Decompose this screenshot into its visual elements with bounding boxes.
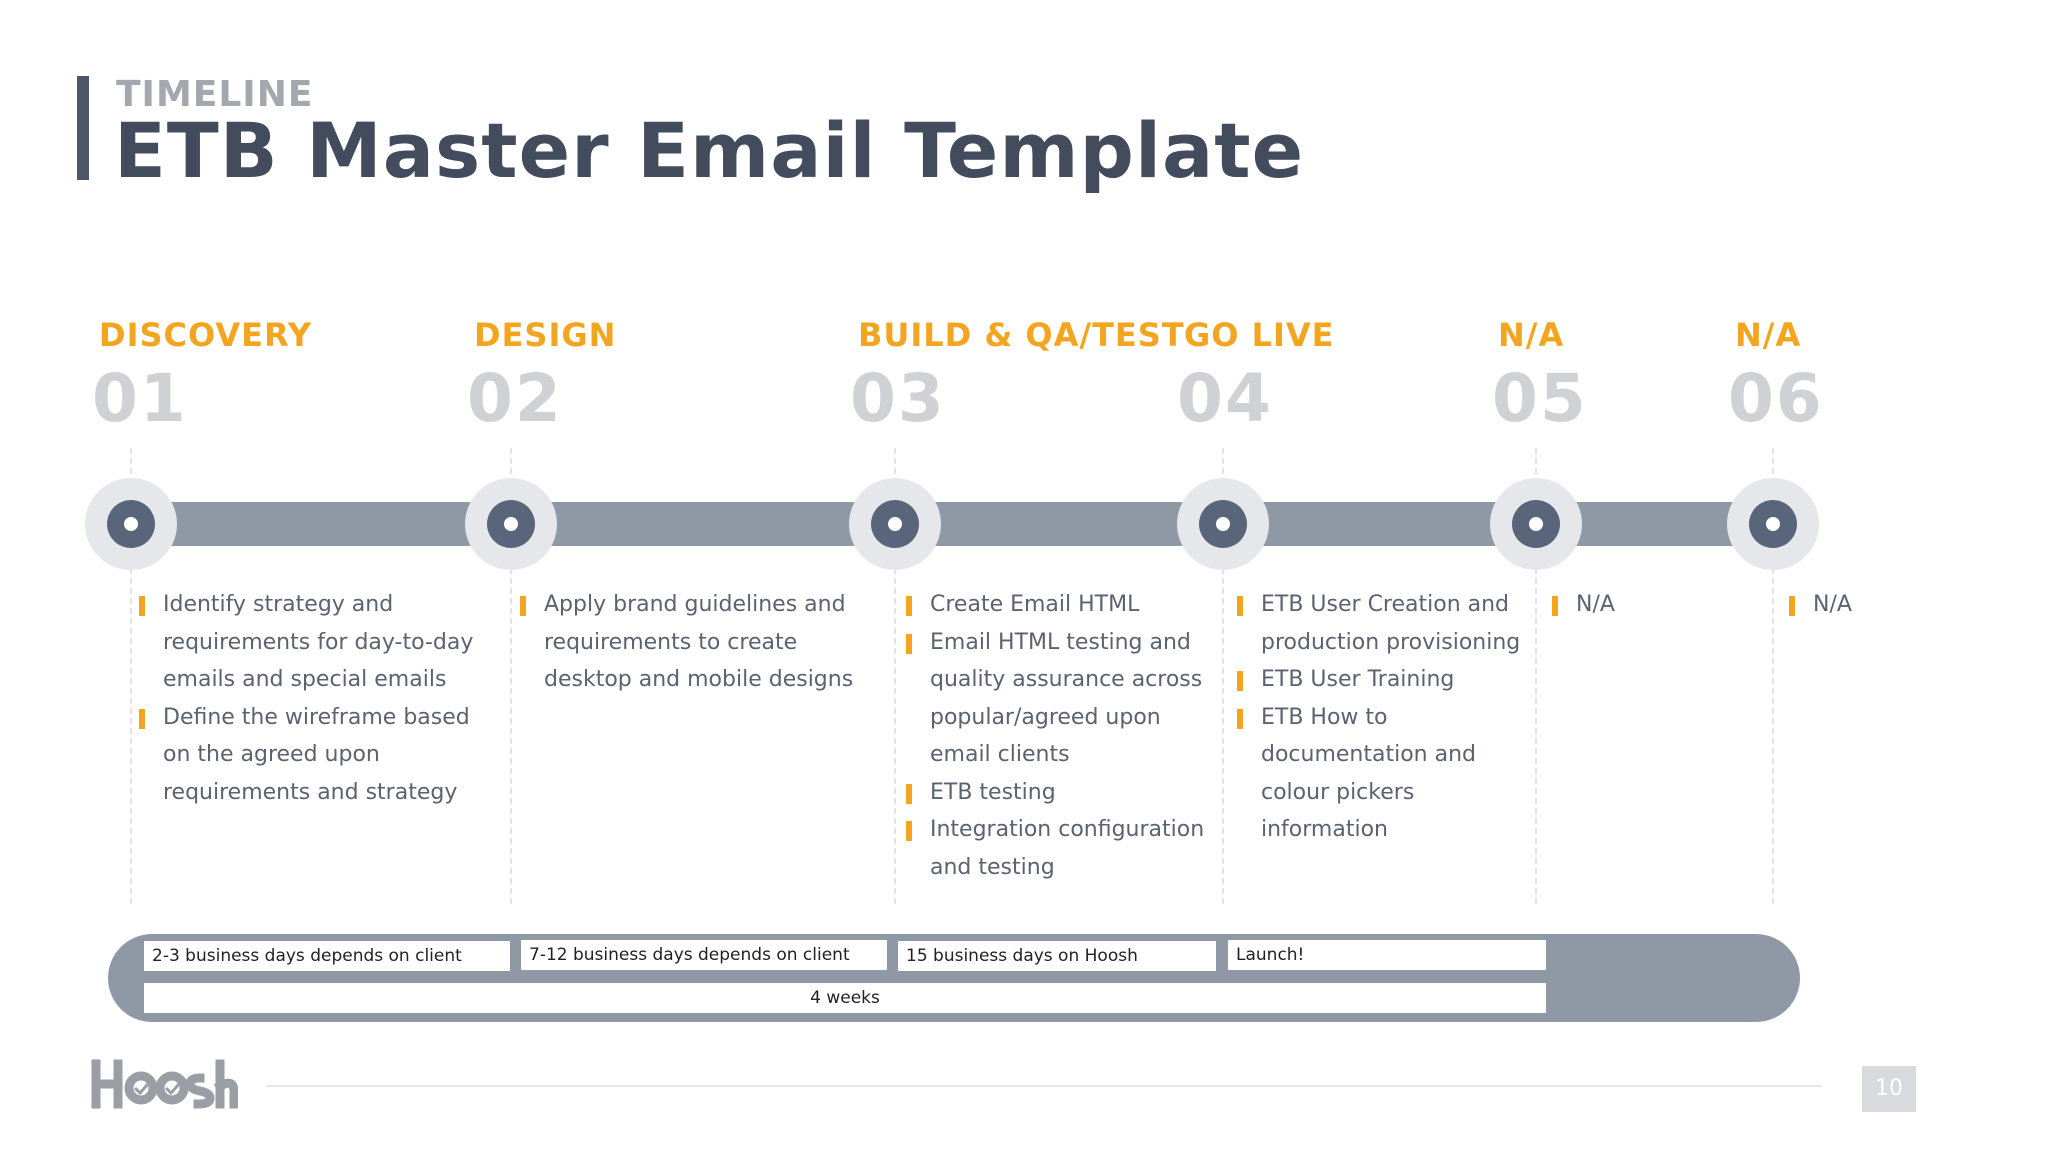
phase-number-02: 02 <box>467 360 563 437</box>
hoosh-logo <box>88 1058 239 1110</box>
bullet-line: ETB User Training <box>1261 667 1455 692</box>
duration-total: 4 weeks <box>144 983 1546 1013</box>
bullet-item: Create Email HTML <box>906 586 1204 624</box>
bullet-marker-icon <box>906 596 912 616</box>
phase-number-06: 06 <box>1728 360 1824 437</box>
timeline-node-05 <box>1512 500 1560 548</box>
bullet-line: emails and special emails <box>163 667 447 692</box>
bullet-marker-icon <box>139 596 145 616</box>
bullet-line: Apply brand guidelines and <box>544 592 846 617</box>
bullet-line: requirements and strategy <box>163 779 458 805</box>
bullet-line: N/A <box>1576 592 1615 617</box>
guide-line-06 <box>1772 448 1774 904</box>
bullet-line: ETB User Creation and <box>1261 592 1510 617</box>
bullet-item: Email HTML testing and quality assurance … <box>906 624 1204 774</box>
phase-description-02: Apply brand guidelines and requirements t… <box>520 586 854 699</box>
bullet-marker-icon <box>1237 708 1243 729</box>
guide-line-03 <box>894 448 896 904</box>
guide-line-02 <box>510 448 512 904</box>
phase-number-01: 01 <box>92 360 188 437</box>
bullet-line: requirements to create <box>544 629 798 655</box>
bullet-marker-icon <box>1552 596 1558 616</box>
bullet-line: quality assurance across <box>930 667 1203 692</box>
title-accent-bar <box>77 76 89 180</box>
section-supertitle: TIMELINE <box>116 74 314 115</box>
bullet-item: ETB User Creation and production provisio… <box>1237 586 1521 661</box>
bullet-marker-icon <box>906 633 912 654</box>
node-center-dot <box>888 517 902 531</box>
bullet-line: Identify strategy and <box>163 592 394 617</box>
bullet-marker-icon <box>1237 596 1243 616</box>
bullet-line: ETB How to <box>1261 704 1388 730</box>
timeline-node-01 <box>107 500 155 548</box>
phase-description-03: Create Email HTML Email HTML testing and q… <box>906 586 1205 886</box>
bullet-line: N/A <box>1813 592 1852 617</box>
bullet-line: popular/agreed upon <box>930 704 1161 730</box>
bullet-item: Integration configuration and testing <box>906 811 1205 886</box>
bullet-item: ETB testing <box>906 774 1204 812</box>
bullet-item: N/A <box>1789 586 1852 624</box>
timeline-node-04 <box>1199 500 1247 548</box>
bullet-line: colour pickers <box>1261 779 1415 805</box>
bullet-marker-icon <box>1789 596 1795 616</box>
phase-number-04: 04 <box>1177 360 1273 437</box>
bullet-item: Identify strategy and requirements for da… <box>139 586 474 699</box>
duration-design: 7-12 business days depends on client <box>521 940 887 970</box>
page-number: 10 <box>1862 1066 1916 1112</box>
phase-description-01: Identify strategy and requirements for da… <box>139 586 474 812</box>
phase-label-design: DESIGN <box>474 316 617 354</box>
duration-discovery: 2-3 business days depends on client <box>144 941 510 971</box>
bullet-line: documentation and <box>1261 742 1477 767</box>
phase-number-03: 03 <box>850 360 946 437</box>
bullet-marker-icon <box>906 783 912 804</box>
bullet-item: Apply brand guidelines and requirements t… <box>520 586 854 699</box>
page-title: ETB Master Email Template <box>114 106 1305 195</box>
phase-number-05: 05 <box>1492 360 1588 437</box>
phase-label-golive: GO LIVE <box>1184 316 1335 354</box>
bullet-item: ETB User Training <box>1237 661 1520 699</box>
guide-line-05 <box>1535 448 1537 904</box>
guide-line-01 <box>130 448 132 904</box>
bullet-line: and testing <box>930 854 1055 880</box>
bullet-line: information <box>1261 817 1388 842</box>
bullet-item: Define the wireframe based on the agreed … <box>139 699 473 812</box>
node-center-dot <box>124 517 138 531</box>
node-center-dot <box>1216 517 1230 531</box>
bullet-line: Create Email HTML <box>930 592 1140 617</box>
bullet-marker-icon <box>1237 671 1243 691</box>
guide-line-04 <box>1222 448 1224 904</box>
node-center-dot <box>504 517 518 531</box>
phase-label-build: BUILD & QA/TEST <box>858 316 1185 354</box>
duration-golive: Launch! <box>1228 940 1546 970</box>
timeline-node-06 <box>1749 500 1797 548</box>
phase-label-5: N/A <box>1498 316 1565 354</box>
duration-build: 15 business days on Hoosh <box>898 941 1216 971</box>
bullet-item: N/A <box>1552 586 1615 624</box>
footer-divider <box>266 1085 1822 1087</box>
bullet-line: Define the wireframe based <box>163 704 470 730</box>
bullet-marker-icon <box>520 596 526 616</box>
node-center-dot <box>1766 517 1780 531</box>
timeline-node-03 <box>871 500 919 548</box>
bullet-line: ETB testing <box>930 779 1056 805</box>
bullet-line: requirements for day-to-day <box>163 629 474 655</box>
phase-description-05: N/A <box>1552 586 1615 624</box>
bullet-line: production provisioning <box>1261 629 1521 655</box>
bullet-marker-icon <box>139 708 145 729</box>
bullet-line: Integration configuration <box>930 817 1205 842</box>
phase-label-6: N/A <box>1735 316 1802 354</box>
phase-label-discovery: DISCOVERY <box>99 316 313 354</box>
bullet-line: desktop and mobile designs <box>544 667 854 692</box>
node-center-dot <box>1529 517 1543 531</box>
timeline-node-02 <box>487 500 535 548</box>
bullet-item: ETB How to documentation and colour picker… <box>1237 699 1520 849</box>
bullet-marker-icon <box>906 821 912 841</box>
phase-description-06: N/A <box>1789 586 1852 624</box>
bullet-line: Email HTML testing and <box>930 629 1191 655</box>
bullet-line: email clients <box>930 742 1070 767</box>
bullet-line: on the agreed upon <box>163 742 380 767</box>
phase-description-04: ETB User Creation and production provisio… <box>1237 586 1521 849</box>
